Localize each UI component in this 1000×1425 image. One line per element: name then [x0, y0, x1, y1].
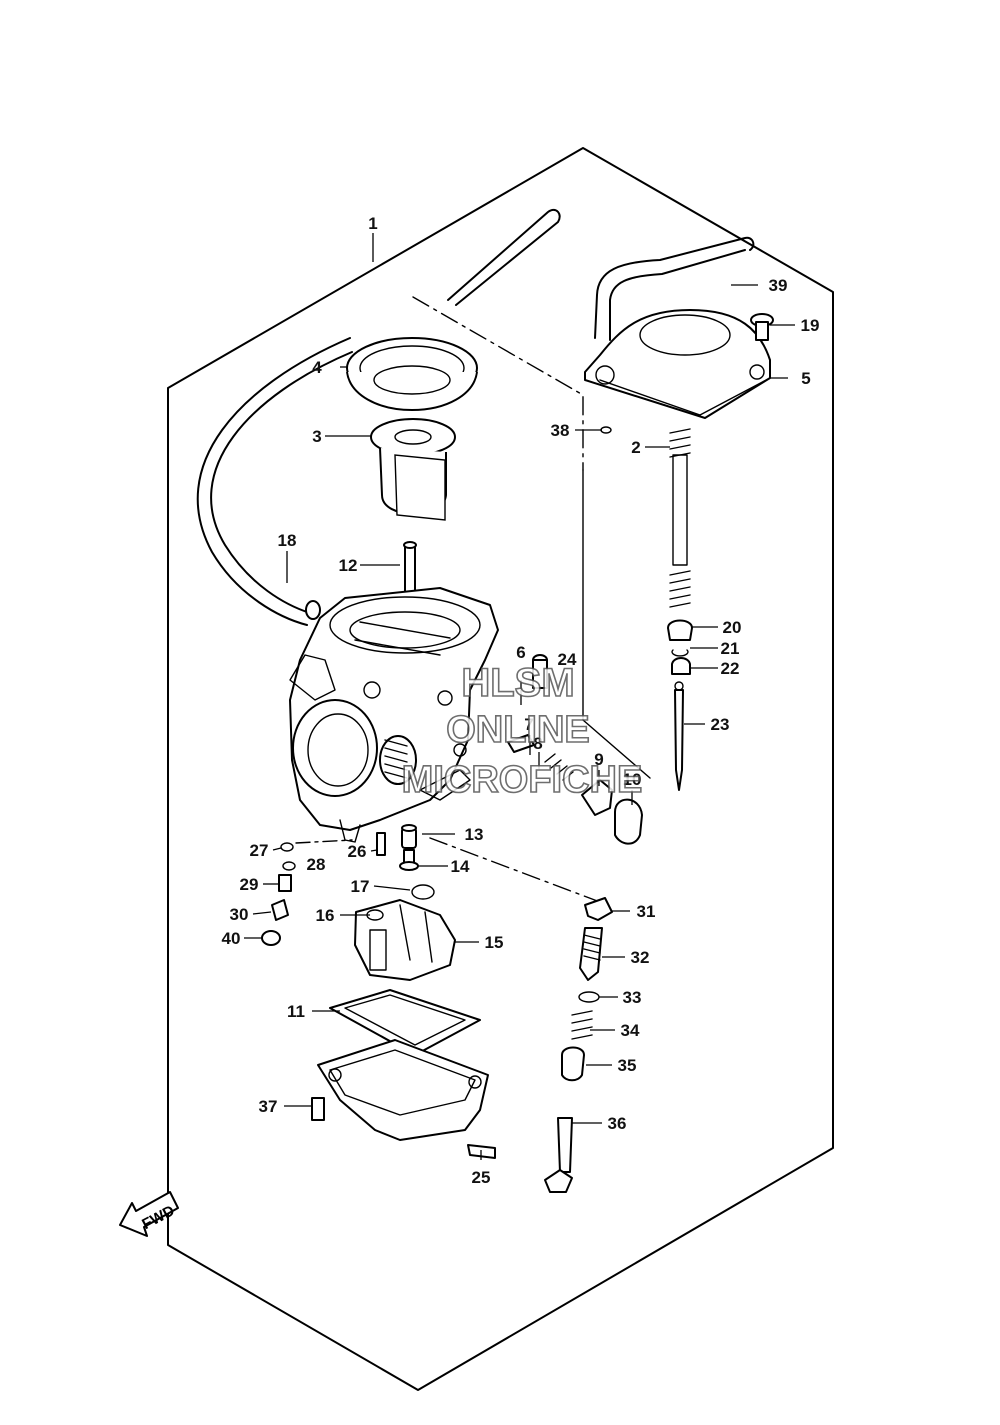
- callout-31: 31: [637, 902, 656, 921]
- callout-36: 36: [608, 1114, 627, 1133]
- callout-2: 2: [631, 438, 640, 457]
- float-bowl: [317, 1039, 489, 1141]
- callout-17: 17: [351, 877, 370, 896]
- air-screw-stack: [544, 897, 613, 1193]
- callout-labels: 1 2 3 4 5 6 7 8 9 10 11 12 13 14 15 16 1…: [222, 214, 820, 1187]
- carburetor-body: [289, 587, 499, 843]
- top-cap-5: [584, 309, 771, 419]
- callout-37: 37: [259, 1097, 278, 1116]
- watermark-line3: MICROFICHE: [402, 759, 643, 801]
- callout-32: 32: [631, 948, 650, 967]
- callout-10: 10: [623, 770, 642, 789]
- callout-27: 27: [250, 841, 269, 860]
- float-15: [354, 899, 456, 981]
- fwd-arrow: FWD: [119, 1191, 179, 1237]
- callout-1: 1: [368, 214, 377, 233]
- callout-22: 22: [721, 659, 740, 678]
- callout-30: 30: [230, 905, 249, 924]
- hose-top: [447, 208, 561, 306]
- callout-5: 5: [801, 369, 810, 388]
- callout-35: 35: [618, 1056, 637, 1075]
- small-jets: [261, 832, 386, 946]
- gasket-11: [329, 989, 481, 1056]
- callout-14: 14: [451, 857, 470, 876]
- callout-4: 4: [312, 358, 322, 377]
- callout-21: 21: [721, 639, 740, 658]
- callout-25: 25: [472, 1168, 491, 1187]
- hose-18: [196, 337, 353, 626]
- diaphragm-4: [346, 337, 478, 411]
- spring-2: [669, 428, 691, 608]
- callout-3: 3: [312, 427, 321, 446]
- callout-20: 20: [723, 618, 742, 637]
- needle-jet-13-14: [399, 824, 419, 871]
- callout-26: 26: [348, 842, 367, 861]
- watermark-line2: ONLINE: [446, 709, 590, 751]
- callout-29: 29: [240, 875, 259, 894]
- screw-19: [750, 313, 774, 341]
- o-ring-38: [600, 426, 612, 434]
- callout-8: 8: [533, 734, 542, 753]
- watermark: HLSM ONLINE MICROFICHE: [401, 660, 643, 802]
- callout-15: 15: [485, 933, 504, 952]
- callout-23: 23: [711, 715, 730, 734]
- callout-39: 39: [769, 276, 788, 295]
- callout-16: 16: [316, 906, 335, 925]
- callout-13: 13: [465, 825, 484, 844]
- diagram-frame: [167, 147, 834, 1391]
- part-6: [532, 654, 548, 689]
- watermark-line1: HLSM: [461, 661, 574, 705]
- callout-34: 34: [621, 1021, 640, 1040]
- callout-12: 12: [339, 556, 358, 575]
- callout-7: 7: [524, 715, 533, 734]
- piston-valve-3: [370, 418, 456, 521]
- callout-6: 6: [516, 643, 525, 662]
- assembly-lines: [295, 296, 651, 903]
- callout-9: 9: [594, 750, 603, 769]
- callout-18: 18: [278, 531, 297, 550]
- callout-40: 40: [222, 929, 241, 948]
- needle-parts: [667, 619, 693, 675]
- hose-39: [594, 236, 755, 341]
- jet-needle-23: [674, 681, 684, 791]
- callout-33: 33: [623, 988, 642, 1007]
- callout-19: 19: [801, 316, 820, 335]
- leader-lines: [244, 233, 795, 1160]
- pilot-parts: [507, 734, 643, 845]
- o-ring-17: [411, 884, 435, 900]
- callout-11: 11: [287, 1002, 305, 1021]
- callout-24: 24: [558, 650, 577, 669]
- callout-28: 28: [307, 855, 326, 874]
- callout-38: 38: [551, 421, 570, 440]
